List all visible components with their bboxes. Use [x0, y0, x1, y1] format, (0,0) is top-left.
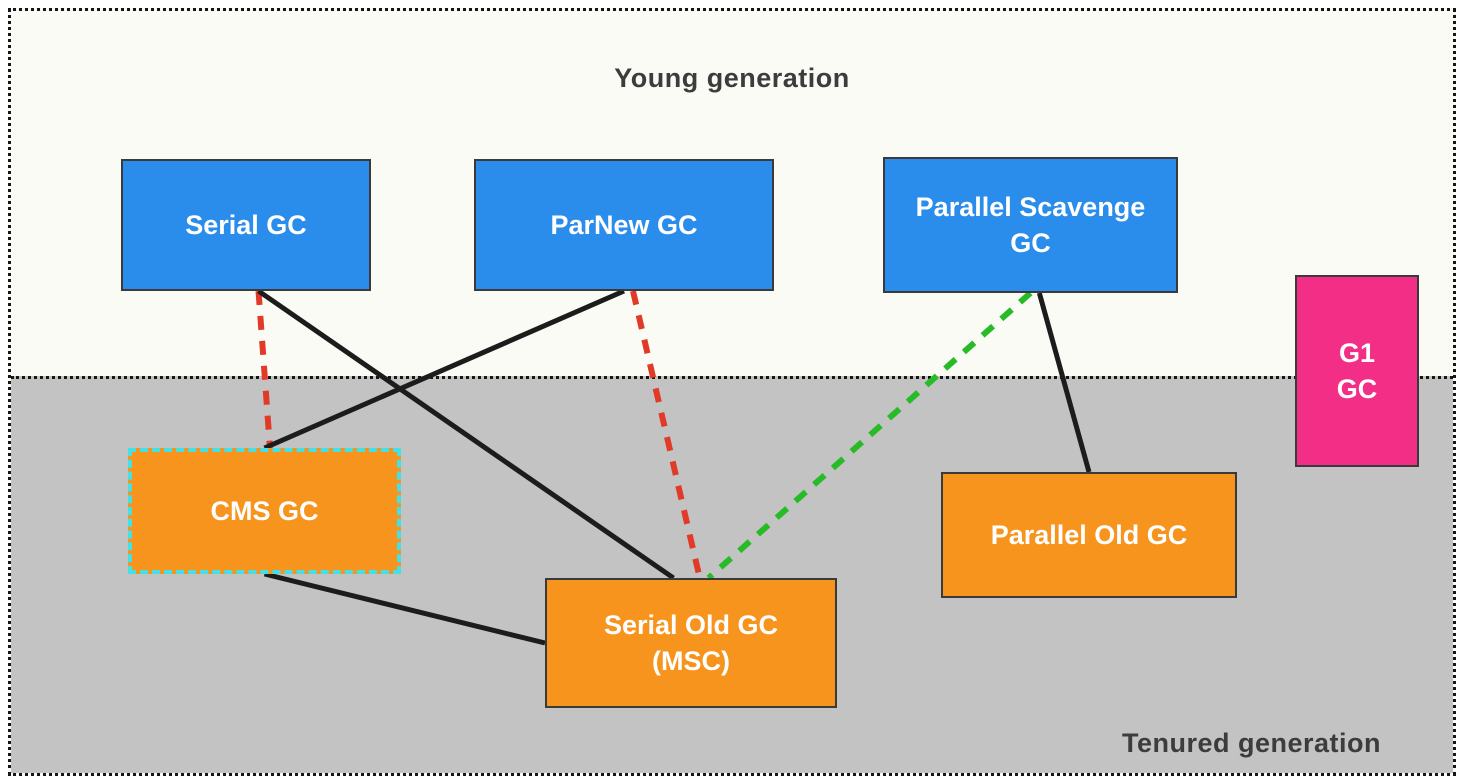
- node-label-line2: GC: [1336, 374, 1378, 404]
- node-serial-gc: Serial GC: [121, 159, 371, 291]
- node-parallel-scavenge-gc: Parallel Scavenge GC: [883, 157, 1178, 293]
- node-label-line2: GC: [1010, 228, 1051, 258]
- node-label-line2: (MSC): [652, 646, 730, 676]
- node-label: G1: [1338, 337, 1376, 368]
- young-generation-label: Young generation: [614, 63, 850, 93]
- node-parallel-old-gc: Parallel Old GC: [941, 472, 1237, 598]
- node-label: Serial Old GC: [603, 609, 779, 640]
- node-g1-gc: G1 GC: [1295, 275, 1419, 467]
- node-label: Serial GC: [185, 209, 307, 240]
- node-label: ParNew GC: [550, 209, 698, 240]
- node-label: Parallel Old GC: [990, 519, 1188, 550]
- node-cms-gc: CMS GC: [128, 448, 401, 574]
- gc-collectors-diagram: Young generation Tenured generation Seri…: [8, 8, 1456, 776]
- node-label: CMS GC: [210, 495, 319, 526]
- node-serial-old-gc-msc: Serial Old GC (MSC): [545, 578, 837, 708]
- node-parnew-gc: ParNew GC: [474, 159, 774, 291]
- node-label: Parallel Scavenge: [915, 191, 1146, 222]
- tenured-generation-label: Tenured generation: [1121, 728, 1381, 758]
